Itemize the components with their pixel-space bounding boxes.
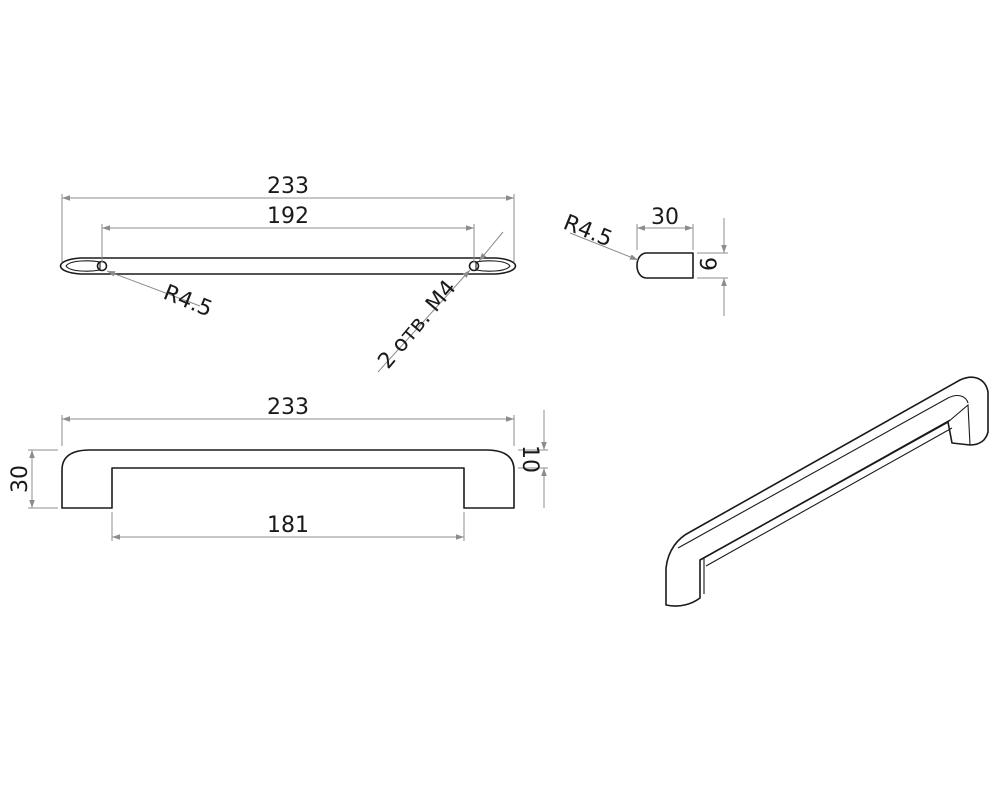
isometric-inner-edge: [699, 419, 951, 561]
bar-height-label: 10: [517, 445, 542, 473]
end-width-label: 30: [651, 205, 679, 230]
end-radius-leader: [569, 232, 639, 261]
end-thickness-label: 9: [694, 257, 719, 271]
height-label: 30: [8, 465, 33, 493]
end-radius-label: R4.5: [560, 210, 616, 252]
left-mounting-hole: [96, 260, 108, 272]
end-view-outline: [636, 252, 694, 279]
left-slot: [65, 260, 101, 272]
isometric-bottom-edge: [705, 427, 953, 567]
isometric-view: [665, 376, 989, 607]
front-length-label: 233: [267, 395, 309, 420]
end-view: 30 9 R4.5: [560, 205, 728, 316]
end-radius-label: R4.5: [160, 280, 216, 322]
isometric-outline: [665, 376, 989, 607]
holes-note-leader: [377, 269, 471, 373]
isometric-top-edge: [677, 394, 969, 549]
overall-length-label: 233: [267, 174, 309, 199]
top-view: 233 192 R4.5 2 отв. М4: [59, 174, 517, 374]
top-view-outline: [59, 257, 517, 275]
inner-length-label: 181: [267, 513, 309, 538]
isometric-end-face-left: [699, 557, 705, 594]
right-slot: [475, 260, 511, 272]
isometric-end-face-right: [947, 403, 971, 446]
hole-diameter-arrow: [478, 231, 504, 262]
front-view: 233 181 30 10: [8, 395, 548, 541]
end-radius-leader: [106, 270, 201, 307]
right-mounting-hole: [468, 260, 480, 272]
holes-note-label: 2 отв. М4: [373, 276, 461, 374]
hole-spacing-label: 192: [267, 204, 309, 229]
front-view-outline: [61, 449, 515, 509]
